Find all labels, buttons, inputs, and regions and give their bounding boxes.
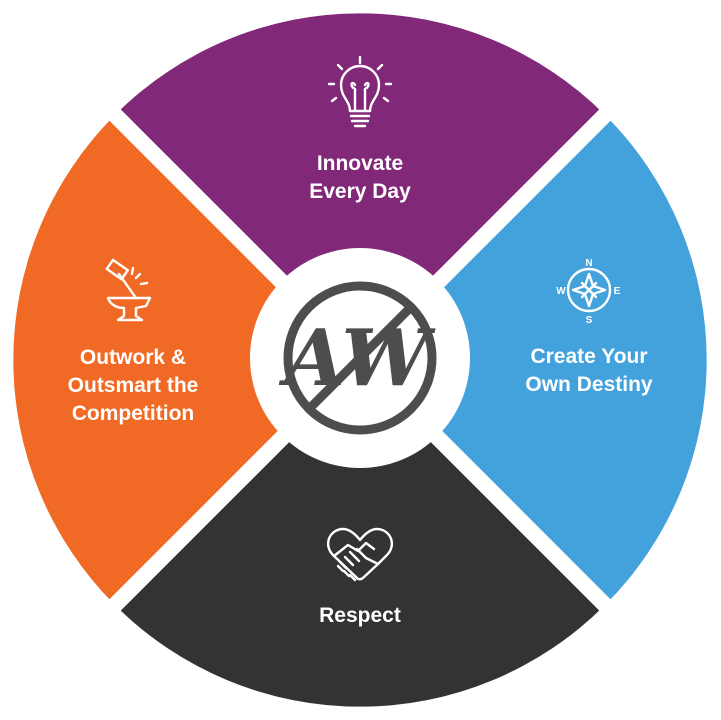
logo-text: AW <box>278 313 437 404</box>
logo-slash <box>305 303 415 413</box>
compass-n: N <box>585 258 592 269</box>
segment-bottom <box>115 360 605 707</box>
label-bottom-line-1: Respect <box>319 604 401 627</box>
compass-icon: N S E W <box>556 258 620 326</box>
segment-right <box>360 115 707 605</box>
label-left-line-1: Outwork & <box>80 346 186 369</box>
compass-e: E <box>614 286 621 297</box>
label-left-line-2: Outsmart the <box>68 374 199 397</box>
compass-w: W <box>556 286 566 297</box>
label-top: Innovate Every Day <box>309 152 411 203</box>
segment-left <box>13 115 361 605</box>
logo-ring <box>283 281 437 435</box>
hammer-anvil-icon <box>105 258 152 322</box>
compass-s: S <box>586 315 593 326</box>
label-left-line-3: Competition <box>72 402 194 425</box>
logo: AW <box>278 281 437 435</box>
label-right-line-1: Create Your <box>530 345 647 368</box>
label-right-line-2: Own Destiny <box>525 373 653 396</box>
label-top-line-1: Innovate <box>317 152 403 175</box>
lightbulb-icon <box>327 55 393 128</box>
label-left: Outwork & Outsmart the Competition <box>68 346 199 425</box>
label-right: Create Your Own Destiny <box>525 345 653 396</box>
segment-top <box>115 13 605 360</box>
label-top-line-2: Every Day <box>309 180 411 203</box>
handshake-heart-icon <box>326 527 394 582</box>
label-bottom: Respect <box>319 604 401 627</box>
